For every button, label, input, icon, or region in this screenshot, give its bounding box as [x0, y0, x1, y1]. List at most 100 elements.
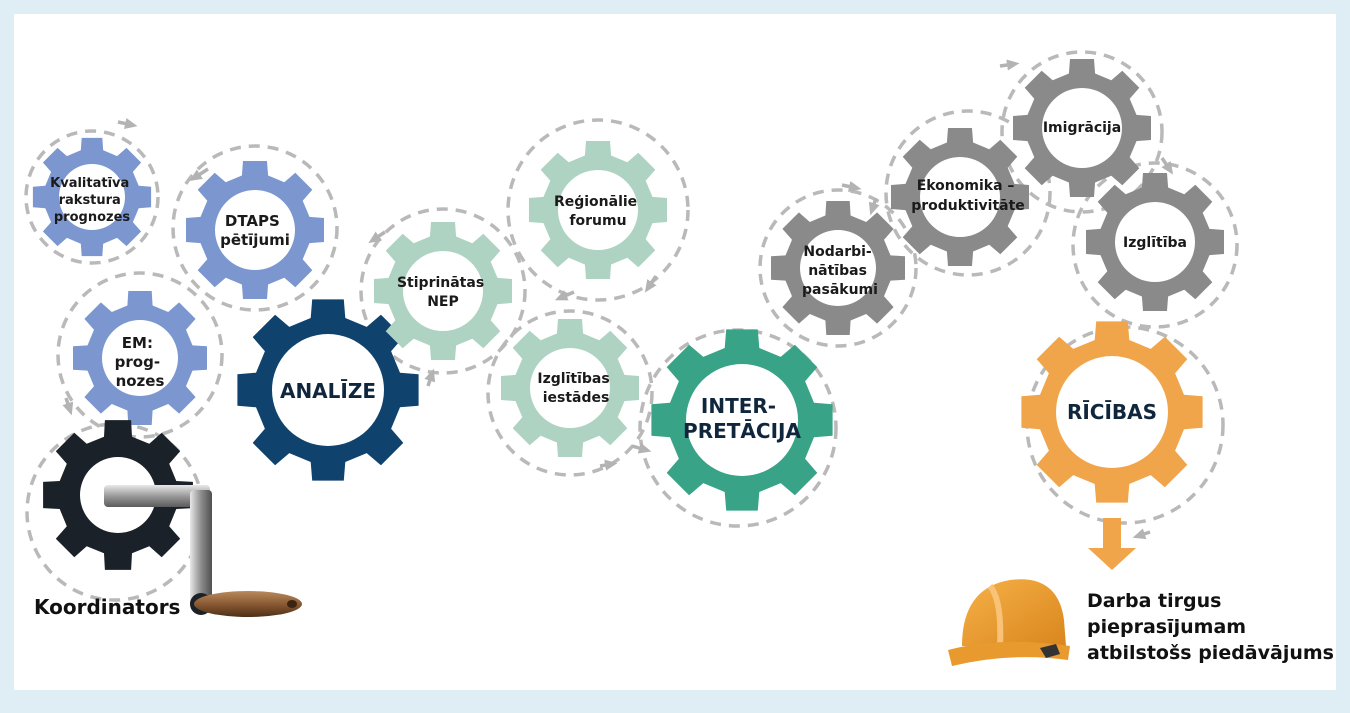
gear-izglitibas-iestades: Izglītības iestādes — [501, 319, 639, 457]
gear-label-line: Kvalitatīva — [50, 176, 129, 191]
gear-nodarbinatibas: Nodarbi- nātības pasākumi — [771, 201, 905, 335]
gear-shape — [1013, 59, 1151, 197]
gear-label-line: rakstura — [59, 193, 121, 208]
gear-shape — [891, 128, 1029, 266]
gear-label-line: prognozes — [54, 210, 131, 225]
gear-label-line: Izglītība — [1123, 235, 1187, 251]
orbit-arrow-icon — [424, 368, 436, 387]
gear-label-line: INTER- — [701, 394, 776, 418]
gear-dtaps: DTAPS pētījumi — [186, 161, 324, 299]
gear-label-line: produktivitāte — [911, 198, 1025, 214]
orbit-ring — [56, 271, 224, 439]
gear-shape — [501, 319, 639, 457]
orbit-arrow-icon — [868, 197, 880, 216]
gear-shape — [374, 222, 512, 360]
outcome-line: Darba tirgus — [1087, 590, 1221, 612]
gear-shape — [651, 329, 833, 511]
orbit-rings — [24, 50, 1239, 602]
gear-label-line: nātības — [808, 263, 867, 279]
gear-shape — [73, 291, 207, 425]
gear-label: Izglītība — [1123, 235, 1187, 251]
gear-em: EM: prog- nozes — [73, 291, 207, 425]
gear-label-line: pētījumi — [220, 231, 290, 249]
gear-shape — [1086, 173, 1224, 311]
orbit-arrow-icon — [117, 118, 138, 130]
gear-label-line: pasākumi — [802, 282, 878, 298]
gear-kvalitativa: Kvalitatīva rakstura prognozes — [32, 137, 152, 257]
orbit-arrow-icon — [644, 275, 658, 293]
gear-label-line: Imigrācija — [1043, 120, 1121, 136]
down-arrow-icon — [1088, 518, 1136, 570]
orbit-arrow-icon — [599, 459, 618, 471]
gear-label-line: iestādes — [543, 390, 610, 406]
gear-shape — [1021, 321, 1203, 503]
gear-label-line: prog- — [115, 353, 160, 371]
orbit-ring — [24, 129, 160, 265]
gear-label: DTAPS pētījumi — [220, 212, 290, 249]
gear-shape — [237, 299, 419, 481]
orbit-arrow-icon — [189, 167, 209, 182]
coordinator-label: Koordinators — [34, 595, 180, 619]
gear-label-line: forumu — [569, 213, 626, 229]
gear-interpretacija: INTER- PRETĀCIJA — [651, 329, 833, 511]
orbit-ring — [171, 144, 339, 312]
orbit-ring — [1000, 50, 1164, 214]
gear-label-line: NEP — [427, 294, 459, 310]
gear-label-line: EM: — [122, 334, 153, 352]
gear-label-line: Nodarbi- — [803, 244, 872, 260]
crank-handle-icon — [104, 485, 302, 617]
orbit-ring — [1071, 161, 1239, 329]
gear-label-line: nozes — [116, 372, 165, 390]
gear-stiprinatas: Stiprinātas NEP — [374, 222, 512, 360]
gear-label: Stiprinātas NEP — [397, 275, 489, 310]
gear-shape — [32, 137, 152, 257]
gear-izglitiba: Izglītība — [1086, 173, 1224, 311]
gear-label-line: Stiprinātas — [397, 275, 484, 291]
gear-label-line: Ekonomika – — [917, 178, 1015, 194]
gear-label: Kvalitatīva rakstura prognozes — [50, 176, 134, 225]
orbit-arrow-icon — [368, 230, 386, 244]
gear-label: Ekonomika – produktivitāte — [911, 178, 1025, 214]
gear-shape — [771, 201, 905, 335]
gear-label: Imigrācija — [1043, 120, 1121, 136]
orbit-ring — [486, 309, 654, 477]
gear-ricibas: RĪCĪBAS — [1021, 321, 1203, 503]
gear-label-line: Izglītības — [537, 371, 609, 387]
orbit-ring — [506, 118, 690, 302]
outcome-line: atbilstošs piedāvājums — [1087, 642, 1334, 664]
gear-label: Izglītības iestādes — [537, 371, 614, 406]
gear-label: Reģionālie forumu — [554, 194, 642, 229]
gear-shape — [529, 141, 667, 279]
orbit-ring — [359, 207, 527, 375]
gear-ekonomika: Ekonomika – produktivitāte — [891, 128, 1029, 266]
orbit-ring — [884, 109, 1052, 277]
orbit-arrows — [62, 59, 1174, 540]
gear-label: RĪCĪBAS — [1067, 400, 1157, 424]
gear-label: INTER- PRETĀCIJA — [683, 394, 801, 443]
orbit-arrow-icon — [841, 181, 862, 193]
orbit-ring — [758, 188, 918, 348]
gear-label-line: ANALĪZE — [280, 379, 376, 403]
orbit-arrow-icon — [631, 442, 652, 454]
gear-koordinators — [43, 420, 193, 570]
gear-imigracija: Imigrācija — [1013, 59, 1151, 197]
gear-label: Nodarbi- nātības pasākumi — [802, 244, 878, 298]
gear-regionalie: Reģionālie forumu — [529, 141, 667, 279]
gear-label: EM: prog- nozes — [115, 334, 166, 390]
orbit-arrow-icon — [1160, 157, 1174, 175]
gear-label-line: Reģionālie — [554, 194, 637, 210]
orbit-arrow-icon — [1132, 528, 1151, 540]
gear-label: ANALĪZE — [280, 379, 376, 403]
orbit-arrow-icon — [554, 290, 575, 301]
outcome-line: pieprasījumam — [1087, 616, 1246, 638]
gear-analize: ANALĪZE — [237, 299, 419, 481]
gear-label-line: PRETĀCIJA — [683, 419, 801, 443]
orbit-arrow-icon — [62, 397, 74, 416]
orbit-arrow-icon — [999, 59, 1020, 71]
gear-shape — [186, 161, 324, 299]
gear-label-line: RĪCĪBAS — [1067, 400, 1157, 424]
gear-shape — [43, 420, 193, 570]
hard-hat-icon — [948, 579, 1070, 666]
